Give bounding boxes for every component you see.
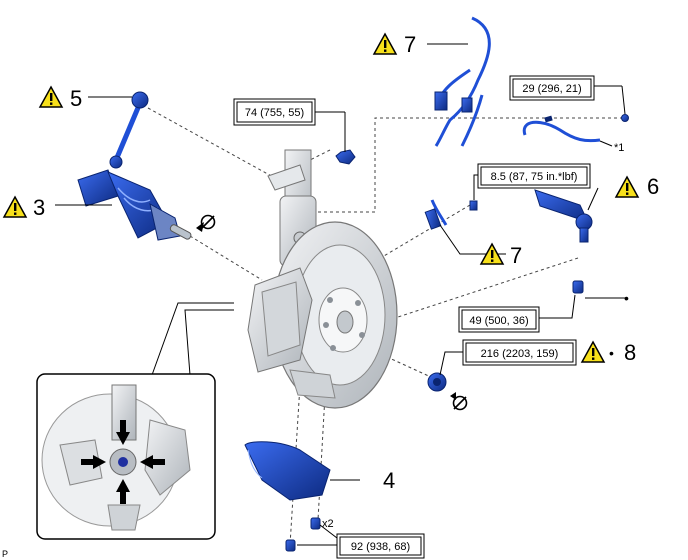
bullet-axle: • bbox=[609, 345, 614, 361]
tie-rod-end bbox=[534, 189, 593, 243]
caution-triangle-icon bbox=[615, 176, 639, 198]
speed-sensor bbox=[424, 199, 448, 230]
callout-3: 3 bbox=[33, 195, 45, 220]
do-not-reuse-icon bbox=[200, 214, 216, 230]
callout-8: 8 bbox=[624, 340, 636, 365]
hose-bracket-bolt bbox=[469, 200, 478, 211]
bullet-tie-rod: • bbox=[624, 290, 629, 306]
callout-4: 4 bbox=[383, 468, 395, 493]
callout-6: 6 bbox=[647, 174, 659, 199]
caution-triangle-icon bbox=[39, 86, 63, 108]
disc-brake-assembly bbox=[247, 221, 398, 409]
torque-box-lower-arm: 92 (938, 68) bbox=[336, 533, 425, 559]
force-arrow-icon bbox=[81, 420, 165, 504]
sensor-bolt bbox=[621, 114, 629, 122]
torque-lower-arm: 92 (938, 68) bbox=[351, 541, 410, 553]
brake-hose bbox=[522, 115, 601, 143]
stabilizer-link bbox=[109, 91, 149, 169]
axle-hub-nut bbox=[427, 372, 447, 392]
torque-tie-rod: 49 (500, 36) bbox=[469, 315, 528, 327]
quantity-x2: x2 bbox=[322, 518, 334, 530]
torque-bracket: 8.5 (87, 75 in.*lbf) bbox=[491, 171, 578, 183]
torque-box-tie-rod: 49 (500, 36) bbox=[458, 306, 540, 333]
torque-knuckle: 74 (755, 55) bbox=[245, 107, 304, 119]
callout-leaders bbox=[55, 43, 626, 546]
lower-arm-bolts bbox=[285, 517, 321, 552]
callout-7-sensor: 7 bbox=[510, 243, 522, 268]
callout-5: 5 bbox=[70, 86, 82, 111]
torque-box-knuckle: 74 (755, 55) bbox=[233, 98, 316, 126]
caution-triangle-icon bbox=[373, 33, 397, 55]
tie-rod-nut bbox=[572, 280, 584, 294]
callout-7-harness: 7 bbox=[404, 32, 416, 57]
torque-box-sensor: 29 (296, 21) bbox=[509, 75, 595, 101]
drive-shaft bbox=[77, 169, 192, 241]
lower-ball-joint bbox=[244, 441, 331, 501]
caution-triangle-icon bbox=[581, 341, 605, 363]
torque-box-axle: 216 (2203, 159) bbox=[462, 339, 577, 366]
torque-box-bracket: 8.5 (87, 75 in.*lbf) bbox=[477, 163, 591, 189]
figure-code: P bbox=[2, 549, 8, 559]
callout-star-1: *1 bbox=[614, 142, 624, 154]
caution-triangle-icon bbox=[3, 196, 27, 218]
torque-sensor: 29 (296, 21) bbox=[522, 83, 581, 95]
force-arrow-icon bbox=[196, 222, 204, 232]
knuckle-nut bbox=[335, 149, 356, 165]
torque-axle: 216 (2203, 159) bbox=[481, 348, 559, 360]
inset-detail-hub bbox=[36, 302, 234, 540]
speed-sensor-harness bbox=[434, 16, 491, 147]
force-arrow-icon bbox=[450, 392, 456, 400]
